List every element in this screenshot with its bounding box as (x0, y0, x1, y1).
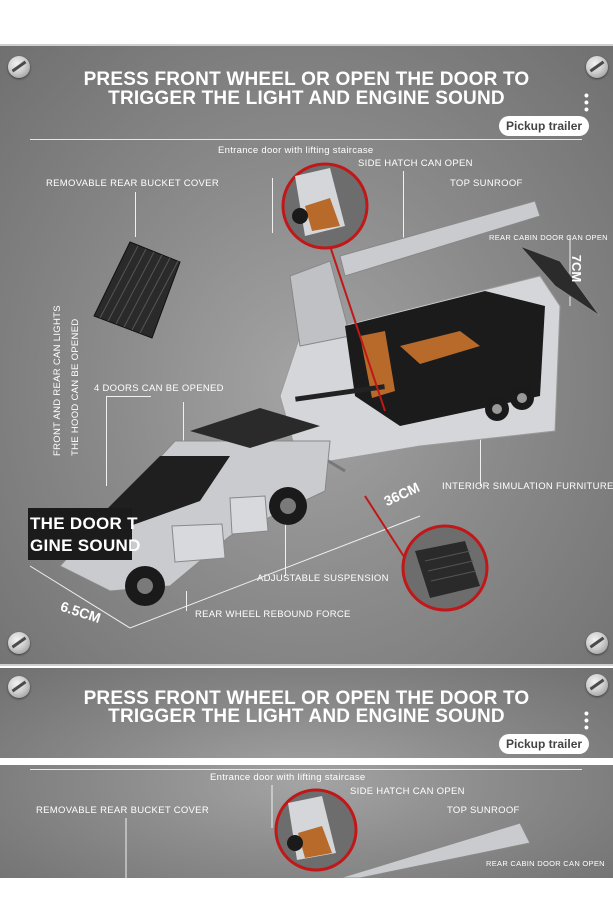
divider (30, 769, 582, 770)
pickup-door-open (229, 495, 269, 535)
screw-icon (8, 632, 30, 654)
callout-pointer (329, 245, 386, 412)
label-suspension: ADJUSTABLE SUSPENSION (257, 573, 389, 584)
product-panel-repeat: PRESS FRONT WHEEL OR OPEN THE DOOR TO TR… (0, 668, 613, 878)
label-entrance: Entrance door with lifting staircase (210, 772, 366, 783)
screw-icon (586, 674, 608, 696)
label-entrance: Entrance door with lifting staircase (218, 145, 374, 156)
screw-icon (8, 676, 30, 698)
leader-line (285, 516, 286, 576)
headline-line-2: TRIGGER THE LIGHT AND ENGINE SOUND (108, 88, 505, 109)
screw-icon (586, 56, 608, 78)
pickup-windows (100, 456, 230, 526)
headline-line-1: PRESS FRONT WHEEL OR OPEN THE DOOR TO (83, 69, 530, 90)
callout-pointer (364, 495, 411, 567)
product-tag: Pickup trailer (499, 116, 590, 136)
label-rear-bucket: REMOVABLE REAR BUCKET COVER (36, 805, 209, 816)
label-doors: 4 DOORS CAN BE OPENED (94, 383, 224, 394)
interior-sofa (400, 331, 480, 364)
leader-line (186, 591, 187, 611)
leader-line (403, 171, 404, 241)
gap (0, 758, 613, 765)
label-rear-cabin: REAR CABIN DOOR CAN OPEN (486, 859, 605, 868)
leader-line (272, 178, 273, 233)
screw-icon (8, 56, 30, 78)
trailer-stripe (295, 384, 385, 402)
product-illustration (28, 162, 601, 629)
product-illustration-crop (125, 785, 531, 878)
packaging-box (28, 508, 132, 560)
screw-icon (586, 632, 608, 654)
label-side-hatch: SIDE HATCH CAN OPEN (350, 786, 465, 797)
dimension-line (29, 515, 421, 629)
bucket-cover (93, 241, 181, 339)
interior-cabinet (360, 331, 395, 398)
label-interior: INTERIOR SIMULATION FURNITURE (442, 481, 613, 492)
box-text-2: GINE SOUND (30, 536, 141, 555)
label-rebound: REAR WHEEL REBOUND FORCE (195, 609, 351, 620)
trailer-interior (345, 291, 545, 426)
bucket-cover-ribs (99, 245, 179, 334)
rear-cabin-door (519, 245, 601, 317)
side-hatch (289, 260, 351, 347)
headline-line-2: TRIGGER THE LIGHT AND ENGINE SOUND (108, 706, 505, 727)
divider (30, 139, 582, 140)
bottom-whitespace (0, 878, 613, 920)
label-top-sunroof: TOP SUNROOF (450, 178, 523, 189)
label-rear-cabin: REAR CABIN DOOR CAN OPEN (489, 233, 608, 242)
leader-line (106, 396, 151, 397)
label-rear-bucket: REMOVABLE REAR BUCKET COVER (46, 178, 219, 189)
pickup-bed (190, 408, 320, 448)
dimension-height: 7CM (569, 254, 585, 283)
sunroof-hatch (339, 200, 541, 277)
more-icon[interactable]: ••• (584, 705, 589, 735)
headline-line-1: PRESS FRONT WHEEL OR OPEN THE DOOR TO (83, 688, 530, 709)
pickup-door-open (171, 523, 226, 563)
label-top-sunroof: TOP SUNROOF (447, 805, 520, 816)
product-panel-main: PRESS FRONT WHEEL OR OPEN THE DOOR TO TR… (0, 44, 613, 666)
leader-line (106, 396, 107, 486)
more-icon[interactable]: ••• (584, 87, 589, 117)
product-tag: Pickup trailer (499, 734, 590, 754)
box-text-1: THE DOOR T (30, 514, 138, 533)
leader-line (135, 192, 136, 237)
label-side-hatch: SIDE HATCH CAN OPEN (358, 158, 473, 169)
